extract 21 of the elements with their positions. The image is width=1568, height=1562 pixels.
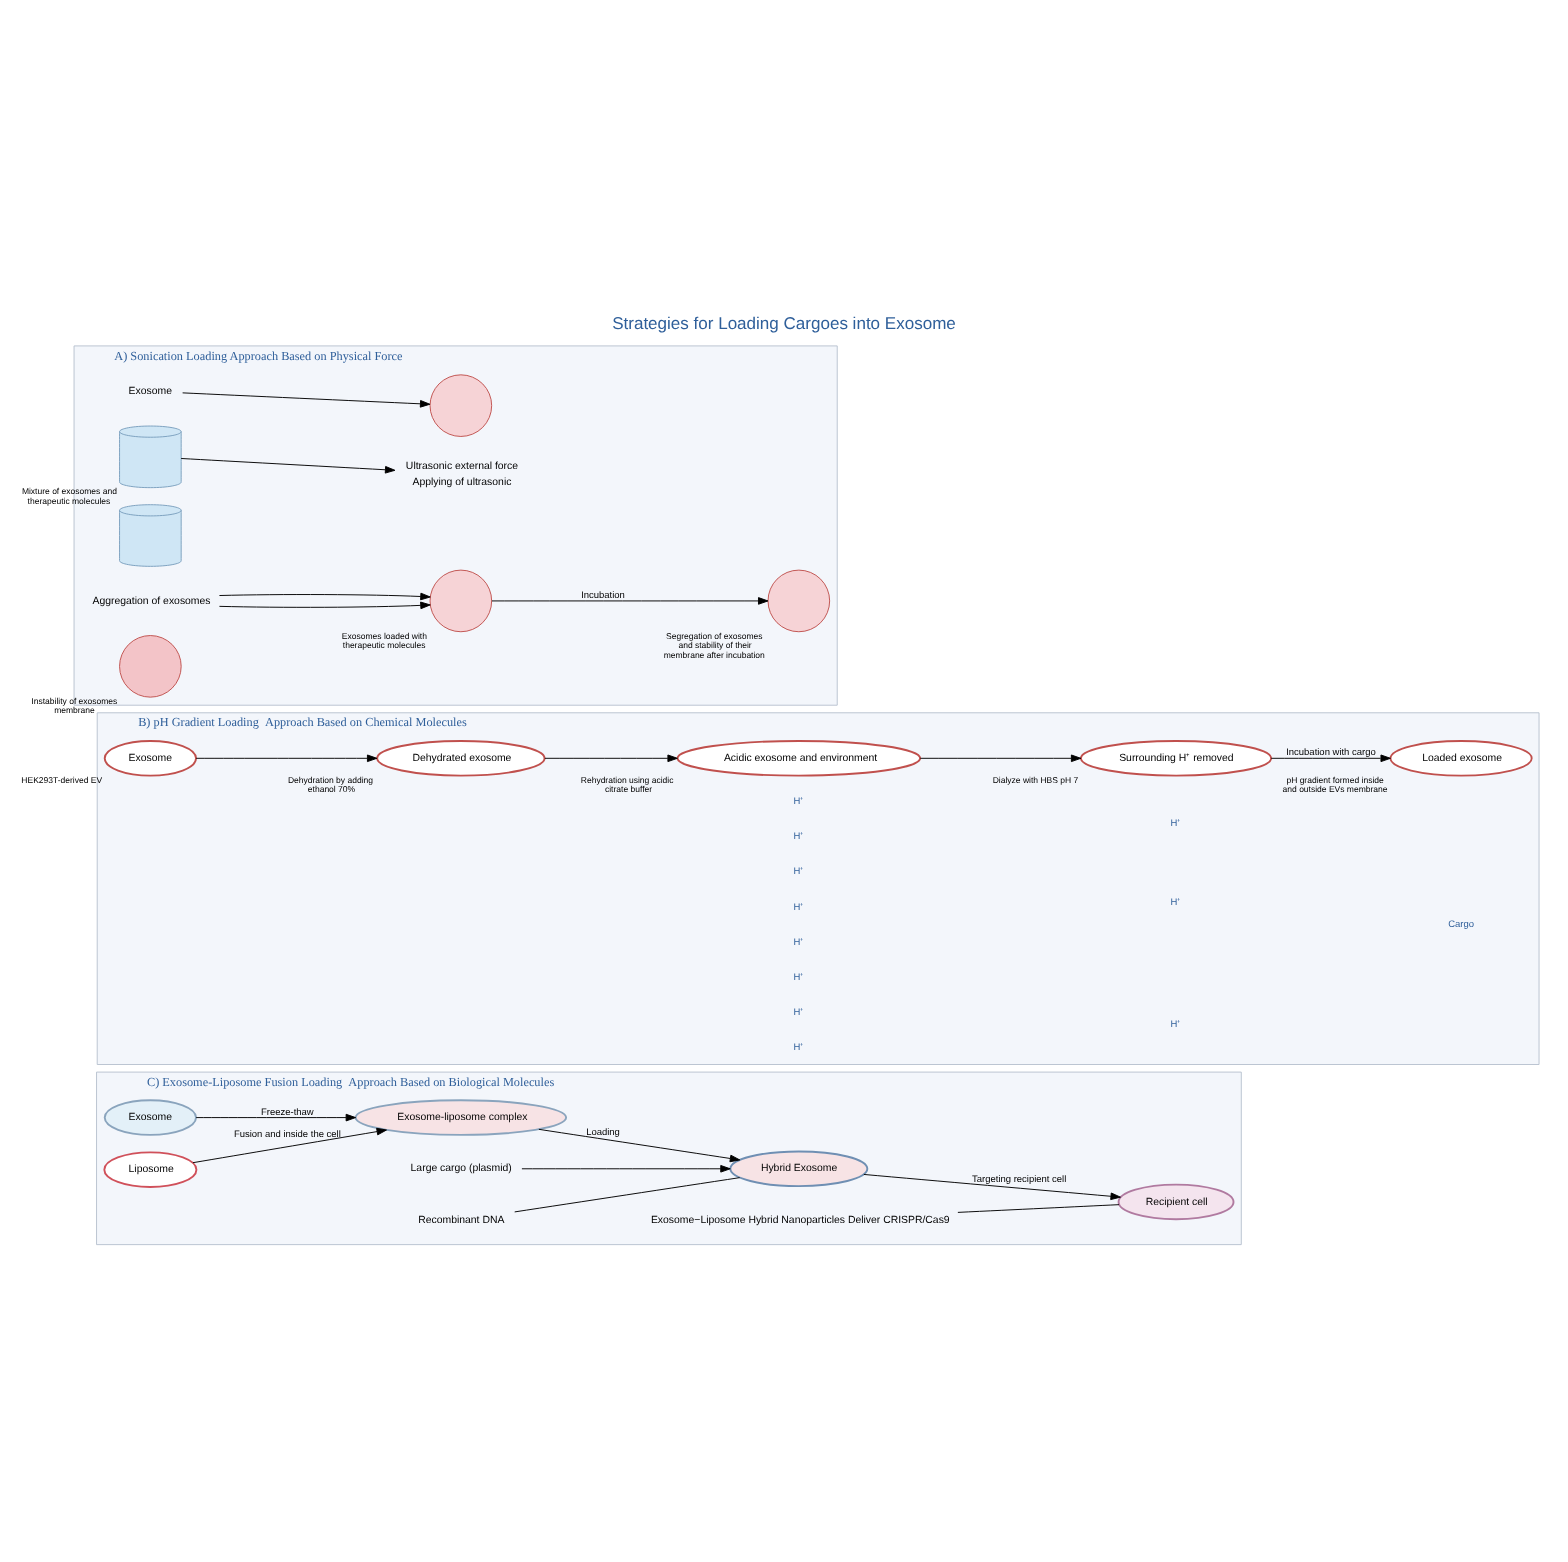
- arrow: [544, 753, 678, 762]
- arrow: [218, 591, 431, 600]
- arrow: [538, 1127, 741, 1162]
- arrow: [521, 1164, 731, 1172]
- node-circle: [119, 634, 182, 697]
- arrow: [182, 391, 431, 407]
- diagram-title: Strategies for Loading Cargoes into Exosome: [612, 312, 956, 333]
- node-circle: [429, 373, 493, 436]
- arrow: [195, 753, 378, 762]
- arrow: [1270, 753, 1391, 762]
- node-circle: [429, 568, 493, 632]
- arrow: [863, 1172, 1121, 1200]
- arrow: [919, 753, 1082, 762]
- arrow: [491, 596, 769, 604]
- arrow: [195, 1112, 357, 1121]
- connector: [514, 1176, 741, 1212]
- arrow: [180, 457, 396, 473]
- node-circle: [767, 568, 831, 632]
- arrow: [218, 600, 431, 609]
- connector: [957, 1203, 1120, 1212]
- arrow: [192, 1126, 387, 1163]
